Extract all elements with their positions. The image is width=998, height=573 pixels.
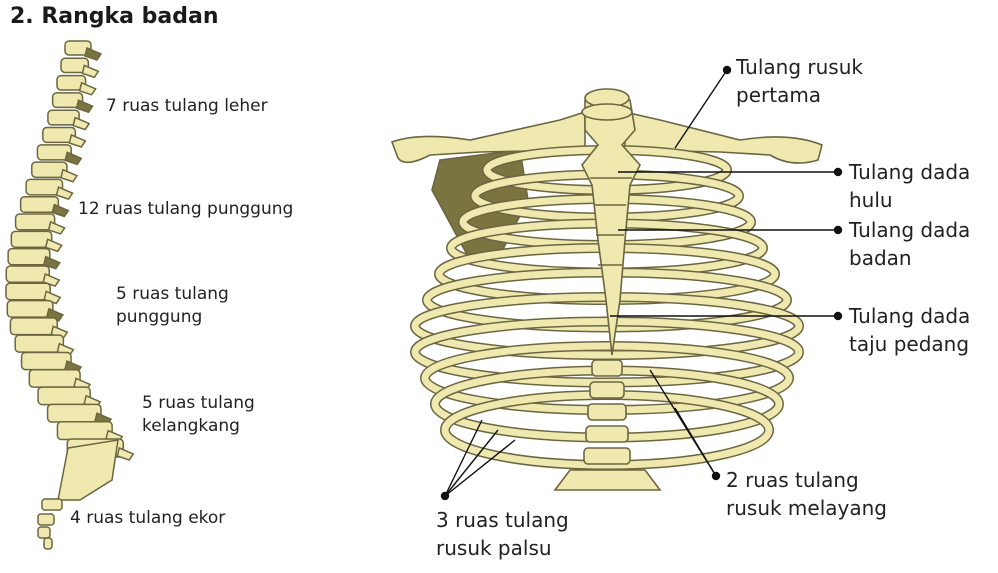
page-title: 2. Rangka badan [10,4,219,29]
tail-vertebra [37,526,51,539]
tail-vertebra [41,498,63,511]
label-floating-ribs-2: rusuk melayang [726,496,887,520]
label-lumbar-vertebrae-2: punggung [116,307,203,327]
label-first-rib-2: pertama [736,83,822,107]
vertebra [10,230,63,253]
label-floating-ribs-1: 2 ruas tulang [726,468,859,492]
sacrum [57,439,119,501]
vertebra [19,195,70,218]
lumbar-vertebra [589,381,625,399]
vertebra [14,213,66,235]
vertebra [60,57,100,79]
label-neck-vertebrae: 7 ruas tulang leher [106,96,268,116]
spine [5,40,135,550]
lumbar-vertebra [585,425,629,443]
label-sternum-body-1: Tulang dada [849,218,971,242]
label-thoracic-vertebrae: 12 ruas tulang punggung [78,199,294,219]
vertebra [36,144,83,166]
label-sternum-body-2: badan [849,246,912,270]
lumbar-vertebra [583,447,631,465]
label-manubrium-1: Tulang dada [849,160,971,184]
label-sacrum-2: kelangkang [142,416,240,436]
label-lumbar-vertebrae-1: 5 ruas tulang [116,284,229,304]
vertebra [31,161,79,183]
lumbar-vertebra [591,359,623,377]
vertebra [42,126,87,148]
vertebra [5,265,61,287]
label-sacrum-1: 5 ruas tulang [142,393,255,413]
label-false-ribs-2: rusuk palsu [436,536,552,560]
label-false-ribs-1: 3 ruas tulang [436,508,569,532]
leader-lines [440,65,843,501]
label-tail-bone: 4 ruas tulang ekor [70,508,226,528]
pelvis-top [553,469,662,491]
vertebra [56,74,97,96]
tail-vertebra [37,513,55,526]
label-xiphoid-2: taju pedang [849,332,970,356]
tail-vertebra [43,537,53,550]
vertebra [25,178,74,201]
vertebra [5,282,62,305]
sternum [581,99,641,356]
vertebra [47,109,91,131]
label-manubrium-2: hulu [849,188,893,212]
label-first-rib-1: Tulang rusuk [736,55,863,79]
lumbar-vertebra [587,403,627,421]
rib-cage [390,88,823,491]
vertebra [7,247,61,270]
vertebra [51,92,94,114]
vertebra [64,40,103,61]
label-xiphoid-1: Tulang dada [849,304,971,328]
